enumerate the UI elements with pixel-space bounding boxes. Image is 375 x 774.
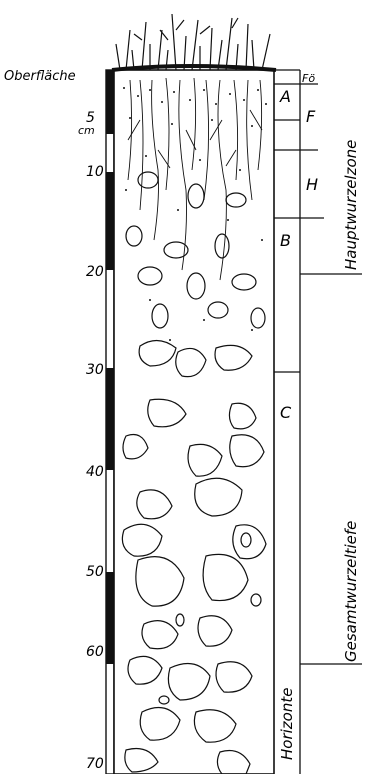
soil-column — [114, 70, 274, 774]
horizon-H: H — [306, 175, 318, 194]
horizon-C: C — [280, 403, 292, 422]
depth-tick-30: 30 — [86, 362, 104, 378]
depth-tick-40: 40 — [86, 464, 104, 480]
horizon-F: F — [306, 107, 316, 126]
depth-tick-20: 20 — [86, 264, 104, 280]
horizon-B: B — [280, 231, 291, 250]
horizon-column — [274, 70, 300, 774]
zone-main-roots-label: Hauptwurzelzone — [342, 140, 360, 270]
depth-unit: cm — [78, 124, 95, 137]
depth-ruler — [106, 70, 114, 774]
horizons-label: Horizonte — [278, 688, 296, 760]
vegetation — [112, 14, 276, 70]
depth-tick-10: 10 — [86, 164, 104, 180]
horizon-A: A — [279, 87, 291, 106]
horizon-Fo: Fö — [302, 72, 315, 85]
depth-scale: 5 cm 10 20 30 40 50 60 70 — [78, 110, 104, 772]
depth-tick-70: 70 — [86, 756, 104, 772]
surface-label: Oberfläche — [4, 69, 76, 84]
zone-total-depth-label: Gesamtwurzeltiefe — [342, 521, 360, 662]
depth-tick-50: 50 — [86, 564, 104, 580]
depth-tick-60: 60 — [86, 644, 104, 660]
